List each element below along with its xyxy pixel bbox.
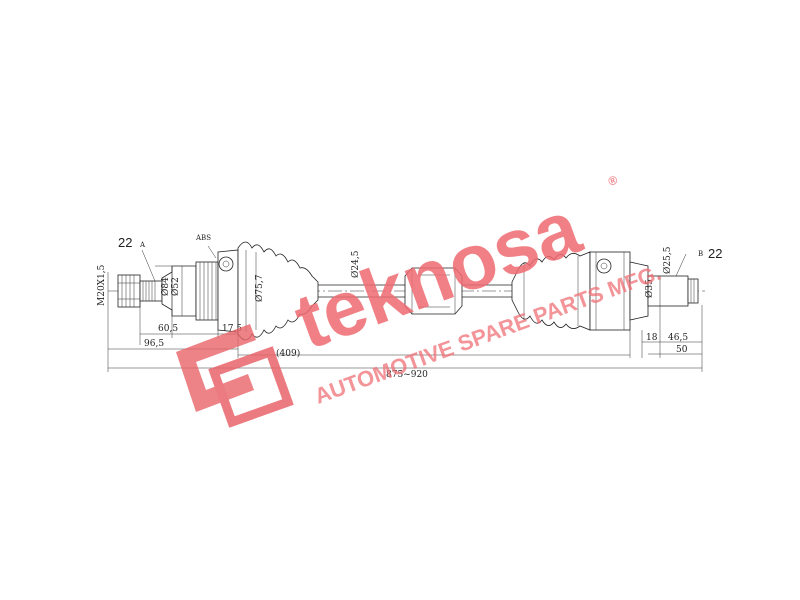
right-spline-count: 22 — [708, 246, 722, 261]
dimension-lines — [107, 245, 703, 372]
length-409-label: (409) — [276, 348, 300, 359]
dia-24-label: Ø24,5 — [350, 250, 361, 278]
overall-length-label: 875~920 — [386, 370, 428, 380]
thread-size-label: M20X1,5 — [97, 264, 107, 306]
left-spline-count: 22 — [118, 235, 132, 250]
right-inner-tripod-joint — [511, 251, 699, 331]
length-17-label: 17,5 — [222, 324, 242, 334]
right-18-label: 18 — [646, 333, 658, 343]
dia-52-label: Ø52 — [170, 277, 181, 296]
length-60-label: 60,5 — [158, 324, 178, 334]
left-marker: A — [139, 241, 146, 249]
right-46-label: 46,5 — [668, 333, 688, 343]
length-96-label: 96,5 — [144, 339, 164, 349]
dia-25-label: Ø25,5 — [662, 246, 673, 274]
dia-84-label: Ø84 — [160, 277, 171, 296]
dia-75-label: Ø75,7 — [254, 274, 265, 302]
dia-35-label: Ø35 — [644, 279, 655, 298]
vibration-damper — [404, 267, 463, 315]
right-50-label: 50 — [676, 345, 688, 355]
left-outer-cv-joint — [117, 241, 319, 341]
abs-label: ABS — [195, 234, 211, 242]
registered-mark: ® — [606, 173, 619, 189]
teknosa-logo-icon — [176, 324, 294, 428]
main-shaft — [318, 284, 512, 298]
right-marker: B — [698, 250, 703, 258]
